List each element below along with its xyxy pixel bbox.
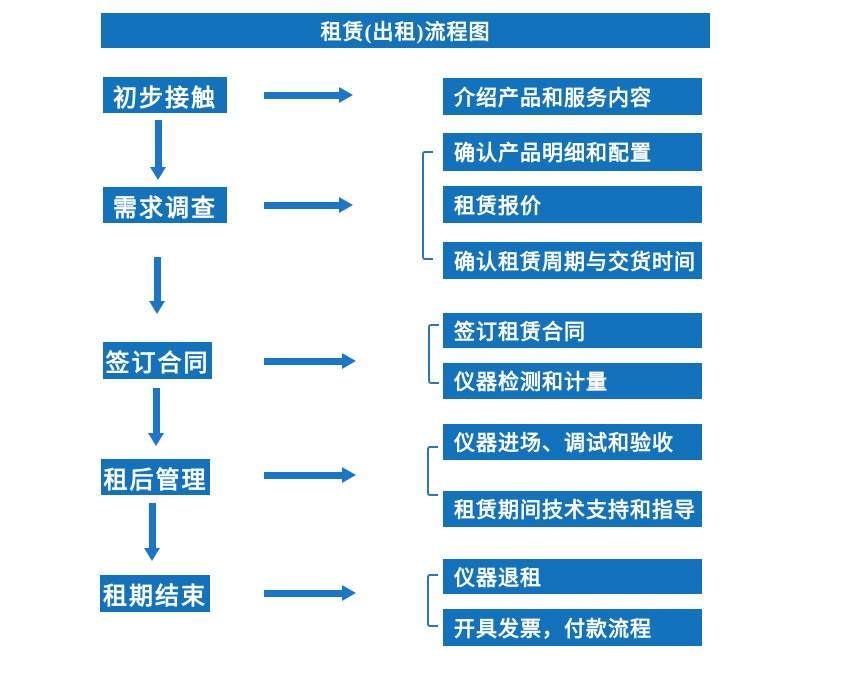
detail-box-technical-support: 租赁期间技术支持和指导: [443, 491, 702, 527]
arrow-shaft: [264, 201, 339, 209]
right-arrow-icon: [264, 197, 353, 213]
step-box-sign-contract: 签订合同: [103, 342, 212, 379]
down-arrow-icon: [149, 257, 165, 314]
arrow-shaft: [264, 357, 342, 365]
detail-box-introduce-products: 介绍产品和服务内容: [443, 78, 702, 115]
detail-box-instrument-return: 仪器退租: [443, 559, 702, 594]
detail-box-confirm-period-delivery: 确认租赁周期与交货时间: [443, 242, 702, 279]
detail-box-invoice-payment: 开具发票，付款流程: [443, 609, 702, 646]
detail-box-rental-quote: 租赁报价: [443, 186, 702, 223]
group-bracket: [422, 151, 433, 260]
arrow-head: [339, 197, 353, 213]
group-bracket: [427, 574, 438, 627]
right-arrow-icon: [264, 353, 356, 369]
arrow-shaft: [264, 471, 342, 479]
arrow-head: [339, 87, 353, 103]
arrow-shaft: [264, 589, 342, 597]
detail-box-confirm-product-config: 确认产品明细和配置: [443, 133, 702, 171]
step-box-rental-end: 租期结束: [100, 575, 210, 612]
flowchart-title: 租赁(出租)流程图: [101, 13, 710, 48]
down-arrow-icon: [148, 388, 164, 446]
detail-box-instrument-inspection: 仪器检测和计量: [443, 363, 702, 399]
down-arrow-icon: [150, 120, 166, 180]
step-box-initial-contact: 初步接触: [103, 77, 227, 113]
right-arrow-icon: [264, 585, 356, 601]
arrow-head: [150, 167, 166, 180]
arrow-head: [342, 353, 356, 369]
step-box-demand-survey: 需求调查: [103, 187, 227, 223]
arrow-shaft: [154, 120, 162, 167]
step-box-post-rental-management: 租后管理: [101, 459, 210, 495]
right-arrow-icon: [264, 467, 356, 483]
arrow-head: [144, 548, 160, 561]
arrow-head: [342, 585, 356, 601]
group-bracket: [428, 324, 439, 384]
arrow-shaft: [152, 388, 160, 433]
detail-box-sign-rental-contract: 签订租赁合同: [443, 313, 702, 348]
arrow-shaft: [153, 257, 161, 301]
right-arrow-icon: [264, 87, 353, 103]
arrow-head: [342, 467, 356, 483]
arrow-head: [149, 301, 165, 314]
arrow-shaft: [148, 503, 156, 548]
arrow-shaft: [264, 91, 339, 99]
arrow-head: [148, 433, 164, 446]
detail-box-instrument-setup-acceptance: 仪器进场、调试和验收: [443, 424, 702, 460]
down-arrow-icon: [144, 503, 160, 561]
group-bracket: [427, 446, 438, 496]
